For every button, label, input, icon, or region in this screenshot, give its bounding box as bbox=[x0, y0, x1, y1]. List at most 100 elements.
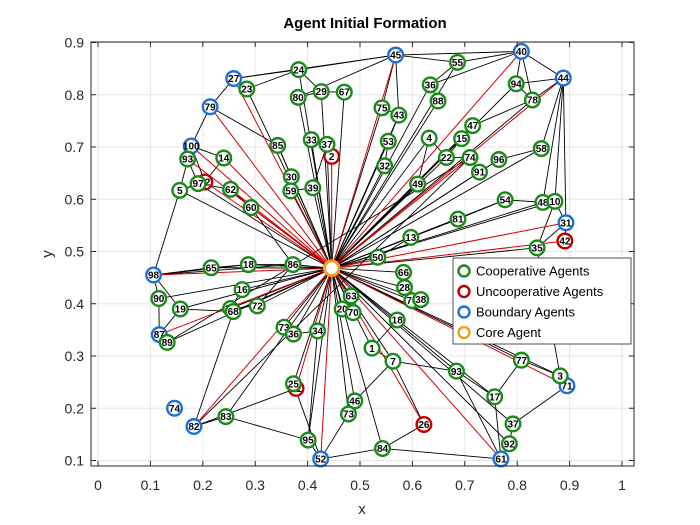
core-spoke-edge bbox=[331, 165, 386, 269]
agent-marker-cooperative bbox=[384, 352, 402, 370]
agent-marker-cooperative bbox=[239, 256, 257, 274]
neighbor-edge bbox=[382, 448, 501, 460]
agent-marker-cooperative bbox=[284, 256, 302, 274]
agent-marker-cooperative bbox=[373, 99, 391, 117]
agent-marker-cooperative bbox=[490, 151, 508, 169]
neighbor-edge bbox=[225, 416, 309, 441]
agent-label: 66 bbox=[398, 268, 410, 279]
core-link-edge bbox=[331, 240, 565, 269]
agent-marker-cooperative bbox=[429, 92, 447, 110]
agent-marker-cooperative bbox=[242, 199, 260, 217]
legend-marker-boundary bbox=[457, 305, 471, 319]
agent-label: 10 bbox=[549, 197, 561, 208]
core-link-edge bbox=[193, 267, 333, 427]
agent-label: 79 bbox=[205, 102, 217, 113]
agent-marker-uncooperative bbox=[556, 232, 574, 250]
agent-marker-cooperative bbox=[470, 163, 488, 181]
agent-label: 54 bbox=[500, 195, 512, 206]
core-spoke-edge bbox=[331, 267, 495, 398]
agent-label: 85 bbox=[272, 141, 284, 152]
agent-label: 7 bbox=[390, 357, 396, 368]
agent-label: 37 bbox=[321, 140, 333, 151]
legend-entry: Cooperative Agents bbox=[476, 264, 590, 279]
agent-marker-cooperative bbox=[284, 325, 302, 343]
agent-marker-cooperative bbox=[179, 150, 197, 168]
agent-label: 89 bbox=[162, 338, 174, 349]
agent-marker-cooperative bbox=[453, 130, 471, 148]
agent-label: 74 bbox=[464, 153, 476, 164]
agent-label: 86 bbox=[287, 260, 299, 271]
neighbor-edge bbox=[354, 360, 394, 402]
agent-label: 52 bbox=[315, 455, 327, 466]
agent-marker-uncooperative bbox=[415, 415, 433, 433]
agent-marker-cooperative bbox=[346, 392, 364, 410]
neighbor-edge bbox=[250, 207, 294, 265]
agent-label: 26 bbox=[418, 420, 430, 431]
agent-label: 60 bbox=[245, 203, 257, 214]
plot-area bbox=[91, 42, 634, 466]
agent-label: 62 bbox=[225, 185, 237, 196]
agent-marker-cooperative bbox=[304, 179, 322, 197]
agent-label: 19 bbox=[175, 305, 187, 316]
agent-label: 38 bbox=[415, 295, 427, 306]
agent-marker-boundary bbox=[512, 42, 530, 60]
agent-marker-cooperative bbox=[363, 339, 381, 357]
legend-entry: Core Agent bbox=[476, 325, 541, 340]
agent-label: 18 bbox=[392, 316, 404, 327]
agent-marker-cooperative bbox=[158, 333, 176, 351]
agent-marker-cooperative bbox=[150, 290, 168, 308]
agent-marker-cooperative bbox=[248, 297, 266, 315]
agent-label: 16 bbox=[237, 285, 249, 296]
agent-marker-cooperative bbox=[312, 83, 330, 101]
agent-label: 31 bbox=[560, 218, 572, 229]
x-axis-label: x bbox=[358, 501, 366, 518]
x-tick-label: 0.8 bbox=[507, 477, 527, 493]
core-spoke-edge bbox=[307, 268, 333, 441]
agent-marker-cooperative bbox=[302, 131, 320, 149]
agent-marker-cooperative bbox=[309, 322, 327, 340]
y-tick-label: 0.6 bbox=[65, 191, 85, 207]
agent-marker-cooperative bbox=[202, 259, 220, 277]
legend-box bbox=[452, 257, 632, 345]
agent-label: 97 bbox=[193, 179, 205, 190]
agent-label: 94 bbox=[511, 79, 523, 90]
core-spoke-edge bbox=[331, 267, 405, 288]
agent-marker-cooperative bbox=[504, 415, 522, 433]
agent-marker-cooperative bbox=[412, 291, 430, 309]
agent-label: 87 bbox=[154, 330, 166, 341]
agent-label: 23 bbox=[241, 85, 253, 96]
core-spoke-edge bbox=[331, 268, 383, 449]
agent-marker-cooperative bbox=[284, 375, 302, 393]
agent-marker-cooperative bbox=[217, 408, 235, 426]
neighbor-edge bbox=[512, 385, 568, 425]
agent-label: 29 bbox=[316, 87, 328, 98]
agent-marker-cooperative bbox=[500, 435, 518, 453]
agent-label: 67 bbox=[339, 88, 351, 99]
agent-label: 33 bbox=[306, 135, 318, 146]
agent-label: 1 bbox=[369, 344, 375, 355]
agent-marker-cooperative bbox=[215, 149, 233, 167]
agent-marker-cooperative bbox=[189, 175, 207, 193]
neighbor-edge bbox=[395, 50, 522, 56]
core-spoke-edge bbox=[326, 144, 333, 269]
agent-marker-cooperative bbox=[369, 248, 387, 266]
y-tick-label: 0.2 bbox=[65, 400, 85, 416]
x-tick-label: 0.3 bbox=[245, 477, 265, 493]
core-link-edge bbox=[223, 157, 333, 269]
y-tick-label: 0.1 bbox=[65, 453, 85, 469]
agent-label: 40 bbox=[516, 47, 528, 58]
agent-label: 96 bbox=[493, 155, 505, 166]
agent-marker-cooperative bbox=[318, 135, 336, 153]
neighbor-edge bbox=[193, 157, 471, 427]
legend-marker-core bbox=[457, 325, 471, 340]
agent-marker-cooperative bbox=[546, 192, 564, 210]
agent-label: 59 bbox=[285, 186, 297, 197]
agent-marker-cooperative bbox=[402, 228, 420, 246]
agent-label: 88 bbox=[433, 97, 445, 108]
agent-label: 77 bbox=[516, 356, 528, 367]
agent-marker-cooperative bbox=[437, 148, 455, 166]
core-spoke-edge bbox=[320, 91, 333, 269]
